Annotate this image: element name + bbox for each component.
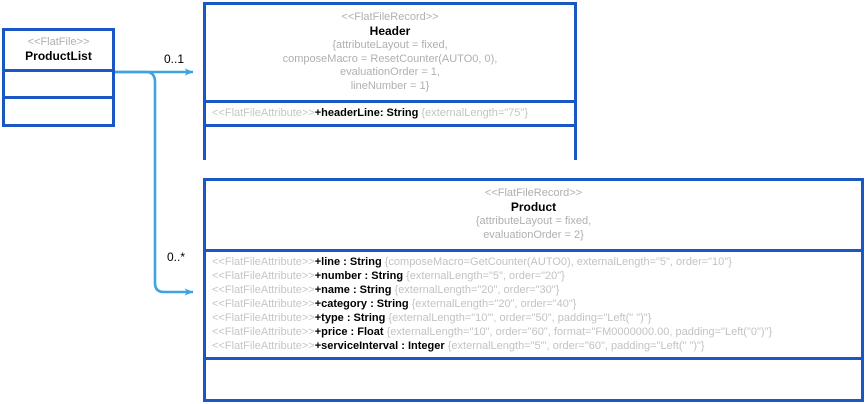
operations-compartment — [206, 357, 861, 393]
attribute-row: <<FlatFileAttribute>>+line : String {com… — [212, 255, 857, 269]
attribute-row: <<FlatFileAttribute>>+price : Float {ext… — [212, 325, 857, 339]
class-property: evaluationOrder = 2} — [483, 228, 584, 241]
attribute-tags: {externalLength="10"', order="50", paddi… — [388, 312, 652, 324]
operations-compartment — [206, 124, 574, 162]
class-property: lineNumber = 1} — [350, 79, 430, 92]
attribute-stereotype: <<FlatFileAttribute>> — [212, 284, 315, 296]
class-title-compartment: <<FlatFileRecord>> Product {attributeLay… — [206, 181, 861, 249]
attributes-compartment: <<FlatFileAttribute>>+line : String {com… — [206, 249, 861, 357]
attribute-stereotype: <<FlatFileAttribute>> — [212, 298, 315, 310]
class-stereotype: <<FlatFileRecord>> — [484, 187, 583, 199]
uml-class-header[interactable]: <<FlatFileRecord>> Header {attributeLayo… — [203, 2, 577, 162]
attribute-tags: {externalLength="20", order="30"} — [394, 284, 560, 296]
attribute-stereotype: <<FlatFileAttribute>> — [212, 107, 315, 119]
class-title-compartment: <<FlatFile>> ProductList — [5, 31, 112, 69]
attribute-tags: {externalLength="20", order="40"} — [411, 298, 577, 310]
uml-class-product[interactable]: <<FlatFileRecord>> Product {attributeLay… — [203, 178, 864, 402]
attribute-row: <<FlatFileAttribute>>+serviceInterval : … — [212, 339, 857, 353]
class-stereotype: <<FlatFile>> — [27, 36, 90, 48]
attribute-tags: {externalLength="75"} — [421, 107, 529, 119]
attribute-signature: +serviceInterval : Integer — [314, 340, 445, 352]
class-name: ProductList — [25, 49, 92, 63]
attribute-tags: {externalLength="5"', order="60", paddin… — [447, 340, 705, 352]
attribute-row: <<FlatFileAttribute>>+headerLine: String… — [212, 106, 570, 120]
attribute-signature: +number : String — [314, 270, 404, 282]
attribute-stereotype: <<FlatFileAttribute>> — [212, 270, 315, 282]
multiplicity-label-header: 0..1 — [164, 52, 185, 66]
attribute-row: <<FlatFileAttribute>>+number : String {e… — [212, 269, 857, 283]
class-property: {attributeLayout = fixed, — [332, 39, 448, 51]
attribute-signature: +category : String — [314, 298, 409, 310]
attribute-stereotype: <<FlatFileAttribute>> — [212, 326, 315, 338]
attribute-stereotype: <<FlatFileAttribute>> — [212, 312, 315, 324]
operations-compartment — [5, 96, 112, 123]
attribute-tags: {composeMacro=GetCounter(AUTO0), externa… — [384, 256, 732, 268]
attribute-signature: +price : Float — [314, 326, 384, 338]
class-property: {attributeLayout = fixed, — [475, 215, 592, 227]
attribute-tags: {externalLength="10", order="60", format… — [386, 326, 773, 338]
attribute-stereotype: <<FlatFileAttribute>> — [212, 256, 315, 268]
attribute-tags: {externalLength="5", order="20"} — [406, 270, 565, 282]
class-properties: {attributeLayout = fixed, composeMacro =… — [212, 39, 568, 93]
attribute-row: <<FlatFileAttribute>>+name : String {ext… — [212, 283, 857, 297]
attribute-signature: +headerLine: String — [314, 107, 419, 119]
attribute-signature: +type : String — [314, 312, 386, 324]
class-name: Product — [510, 200, 557, 214]
class-property: composeMacro = ResetCounter(AUTO0, 0), — [282, 52, 498, 65]
class-title-compartment: <<FlatFileRecord>> Header {attributeLayo… — [206, 5, 574, 100]
class-stereotype: <<FlatFileRecord>> — [341, 11, 439, 23]
attribute-stereotype: <<FlatFileAttribute>> — [212, 340, 315, 352]
multiplicity-label-product: 0..* — [167, 250, 186, 264]
attribute-row: <<FlatFileAttribute>>+category : String … — [212, 297, 857, 311]
attribute-signature: +name : String — [314, 284, 392, 296]
class-property: evaluationOrder = 1, — [340, 66, 440, 78]
class-properties: {attributeLayout = fixed, evaluationOrde… — [212, 215, 855, 242]
attribute-row: <<FlatFileAttribute>>+type : String {ext… — [212, 311, 857, 325]
attribute-signature: +line : String — [314, 256, 382, 268]
uml-class-productlist[interactable]: <<FlatFile>> ProductList — [2, 28, 115, 127]
class-name: Header — [369, 24, 411, 38]
attributes-compartment — [5, 69, 112, 96]
attributes-compartment: <<FlatFileAttribute>>+headerLine: String… — [206, 100, 574, 124]
